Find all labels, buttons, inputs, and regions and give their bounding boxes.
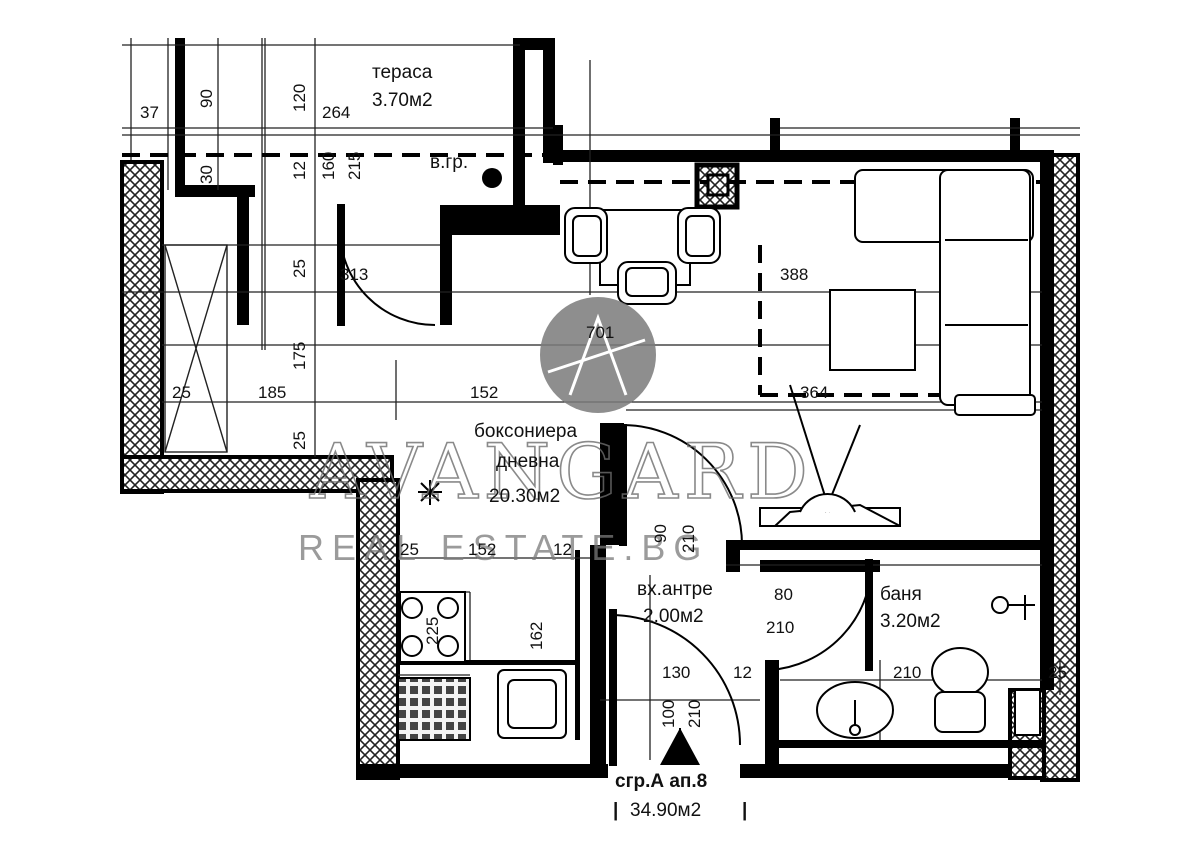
room-labels: тераса 3.70м2 боксониера дневна 20.30м2 …: [372, 62, 941, 821]
dim-25b: 25: [172, 383, 191, 402]
dim-185: 185: [258, 383, 286, 402]
watermark-brand: AVANGARD: [309, 427, 814, 516]
dim-210b: 210: [766, 618, 794, 637]
dim-100: 100: [659, 700, 678, 728]
dim-12b: 12: [553, 540, 572, 559]
dim-225: 225: [423, 617, 442, 645]
dim-160: 160: [319, 152, 338, 180]
dim-30: 30: [197, 165, 216, 184]
dim-25d: 25: [400, 540, 419, 559]
dim-215: 215: [345, 152, 364, 180]
dim-210a: 210: [679, 525, 698, 553]
dim-210d: 210: [685, 700, 704, 728]
dim-25e: 25: [1048, 663, 1067, 682]
bathroom-area: 3.20м2: [880, 611, 941, 632]
dim-313: 313: [340, 265, 368, 284]
dim-12c: 12: [733, 663, 752, 682]
tv-unit: [759, 384, 901, 527]
bathroom-fixtures: [816, 595, 1041, 739]
dim-120: 120: [290, 84, 309, 112]
doors: [337, 204, 873, 766]
watermark-sub: REAL ESTATE.BG: [298, 527, 709, 568]
terrace-area: 3.70м2: [372, 90, 433, 111]
dim-12a: 12: [290, 161, 309, 180]
dim-210c: 210: [893, 663, 921, 682]
dim-25a: 25: [290, 259, 309, 278]
dim-162: 162: [527, 622, 546, 650]
terrace-name: тераса: [372, 62, 433, 83]
dim-37: 37: [140, 103, 159, 122]
dining-set: [564, 207, 721, 305]
bathroom-name: баня: [880, 584, 922, 605]
dim-152b: 152: [468, 540, 496, 559]
entrance-area: 2.00м2: [643, 606, 704, 627]
dim-264: 264: [322, 103, 350, 122]
kitchen-appliances: [397, 480, 567, 741]
living-name-line2: дневна: [496, 451, 560, 472]
apartment-label: сгр.А ап.8: [615, 771, 707, 792]
entrance-name: вх.антре: [637, 579, 713, 600]
dim-701: 701: [586, 323, 614, 342]
dim-175: 175: [290, 342, 309, 370]
dimension-labels: 37 90 120 264 30 12 160 215 25 313 175 2…: [140, 84, 1067, 728]
grid-lines: [122, 38, 1080, 760]
apartment-area: 34.90м2: [630, 800, 701, 821]
dim-152a: 152: [470, 383, 498, 402]
entrance-arrow: [660, 728, 700, 765]
apartment-bar-right: |: [742, 800, 747, 821]
dim-80: 80: [774, 585, 793, 604]
window-left: [164, 244, 228, 453]
dim-364: 364: [800, 383, 828, 402]
dim-90b: 90: [651, 524, 670, 543]
sofa: [829, 169, 1036, 416]
dim-388: 388: [780, 265, 808, 284]
living-name-line1: боксониера: [474, 421, 577, 442]
dim-90a: 90: [197, 89, 216, 108]
vertical-shaft: [482, 168, 730, 197]
dim-25c: 25: [290, 431, 309, 450]
watermark: AVANGARD REAL ESTATE.BG: [298, 297, 814, 568]
dim-130: 130: [662, 663, 690, 682]
v-gr-note: в.гр.: [430, 152, 468, 173]
living-area: 20.30м2: [489, 486, 560, 507]
apartment-bar-left: |: [613, 800, 618, 821]
